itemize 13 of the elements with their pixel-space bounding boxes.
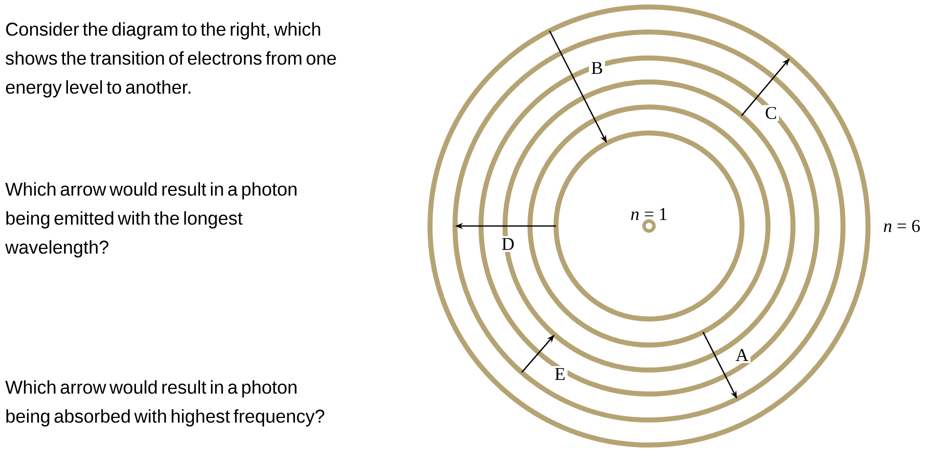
question-text: Which arrow would result in a photon being emitted with the longest wavelength? bbox=[5, 182, 296, 258]
level-label: n = 6 bbox=[884, 220, 920, 232]
question-text: Which arrow would result in a photon being absorbed with highest frequency? bbox=[5, 380, 324, 426]
edge-label: C bbox=[763, 104, 779, 122]
edge-label: E bbox=[552, 366, 568, 382]
edge-label: B bbox=[589, 60, 605, 76]
question-text: Consider the diagram to the right, which shows the transition of electrons from one energy level to another. bbox=[6, 22, 336, 98]
edge-label: D bbox=[500, 236, 516, 252]
energy-level-ring: n = 1 bbox=[554, 130, 744, 322]
energy-level-ring bbox=[452, 30, 846, 422]
energy-level-ring bbox=[428, 4, 870, 448]
energy-level-ring bbox=[478, 56, 820, 396]
edge-label: A bbox=[734, 347, 750, 363]
